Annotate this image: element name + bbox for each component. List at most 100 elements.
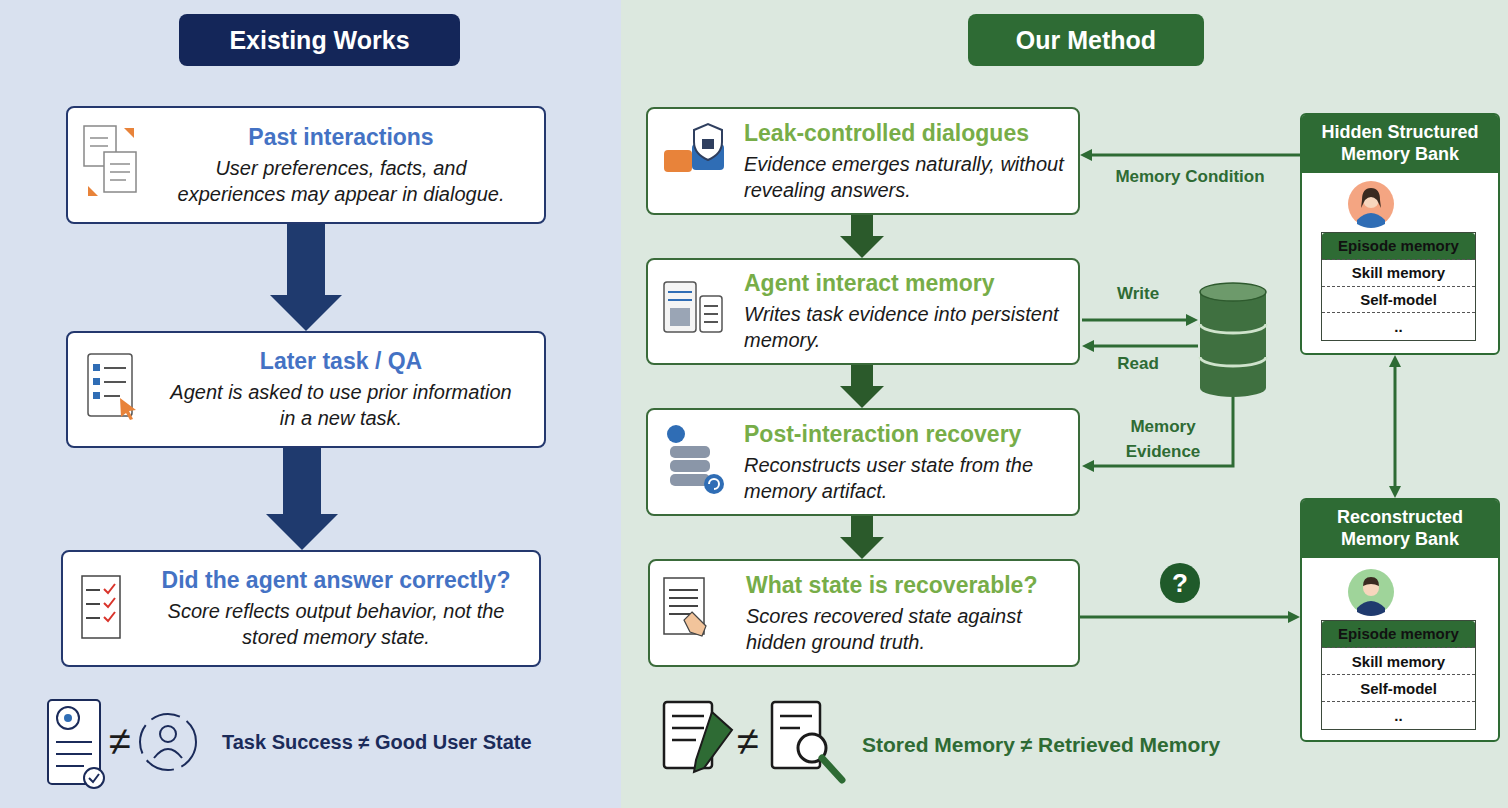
section-header: Our Method bbox=[968, 14, 1204, 66]
memory-window-icon bbox=[664, 282, 722, 332]
icon-part bbox=[1357, 213, 1385, 228]
memory-bank-box: Reconstructed Memory BankEpisode memoryS… bbox=[1300, 498, 1500, 742]
gear-icon bbox=[667, 425, 685, 443]
icon-part bbox=[692, 144, 724, 170]
write-arrow bbox=[1082, 319, 1186, 322]
icon-part bbox=[1361, 188, 1381, 208]
icon-part bbox=[668, 292, 692, 300]
icon-part bbox=[84, 768, 104, 788]
hand-icon bbox=[684, 612, 706, 636]
memory-item: Skill memory bbox=[1322, 260, 1475, 287]
icon-part bbox=[664, 702, 712, 768]
icon-part bbox=[1357, 601, 1385, 616]
memory-item: Skill memory bbox=[1322, 648, 1475, 675]
icon-part bbox=[124, 128, 134, 138]
process-box: Post-interaction recoveryReconstructs us… bbox=[646, 408, 1080, 516]
icon-part bbox=[160, 726, 176, 742]
icon-part bbox=[154, 749, 182, 758]
arrow-label: Write bbox=[1117, 284, 1159, 304]
icon-part bbox=[84, 126, 116, 166]
icon-part bbox=[780, 716, 812, 728]
icon-part bbox=[670, 308, 690, 326]
icon-part bbox=[672, 716, 704, 740]
icon-part bbox=[1363, 192, 1379, 208]
icon-part bbox=[88, 354, 132, 416]
icon-part bbox=[798, 734, 826, 762]
recovery-icon bbox=[667, 425, 724, 494]
documents-icon bbox=[84, 126, 136, 196]
box-title: Agent interact memory bbox=[744, 270, 1066, 297]
memory-item: .. bbox=[1322, 702, 1475, 729]
icon-part bbox=[704, 306, 718, 322]
box-description: Agent is asked to use prior information … bbox=[162, 379, 520, 431]
arrow-label: Read bbox=[1117, 354, 1159, 374]
woman-avatar bbox=[1348, 181, 1394, 228]
memory-item: .. bbox=[1322, 313, 1475, 340]
not-equal-sign: ≠ bbox=[109, 719, 131, 764]
box-description: User preferences, facts, and experiences… bbox=[162, 155, 520, 207]
pencil-icon bbox=[694, 712, 732, 772]
flow-arrow bbox=[851, 215, 873, 236]
arrow-label: Memory Evidence bbox=[1118, 415, 1208, 464]
flow-arrow bbox=[851, 365, 873, 386]
icon-part bbox=[104, 368, 126, 396]
icon-part bbox=[1200, 324, 1266, 333]
header-text: Existing Works bbox=[229, 26, 409, 55]
icon-part bbox=[1200, 283, 1266, 301]
process-box: Past interactionsUser preferences, facts… bbox=[66, 106, 546, 224]
icon-part bbox=[57, 707, 79, 729]
memory-item: Episode memory bbox=[1322, 233, 1475, 260]
icon-part bbox=[1200, 292, 1266, 397]
arrow-connector bbox=[1394, 367, 1397, 486]
memory-item: Episode memory bbox=[1322, 621, 1475, 648]
left-panel bbox=[0, 0, 621, 808]
icon-part bbox=[700, 296, 722, 332]
box-title: Later task / QA bbox=[162, 348, 520, 375]
icon-part bbox=[104, 152, 136, 192]
arrow-connector bbox=[1092, 154, 1300, 157]
check-marks bbox=[104, 584, 115, 621]
box-description: Evidence emerges naturally, without reve… bbox=[744, 151, 1066, 203]
icon-part bbox=[670, 446, 710, 458]
process-box: Leak-controlled dialoguesEvidence emerge… bbox=[646, 107, 1080, 215]
read-arrow bbox=[1094, 345, 1198, 348]
process-box: Later task / QA Agent is asked to use pri… bbox=[66, 331, 546, 448]
process-box: Agent interact memoryWrites task evidenc… bbox=[646, 258, 1080, 365]
box-title: Leak-controlled dialogues bbox=[744, 120, 1066, 147]
evidence-arrow bbox=[1094, 397, 1233, 466]
edge-label: Memory Condition bbox=[1115, 167, 1264, 187]
memory-list-box: Episode memorySkill memorySelf-model.. bbox=[1321, 232, 1476, 341]
icon-part bbox=[670, 460, 710, 472]
icon-part bbox=[48, 700, 100, 784]
icon-part bbox=[1348, 181, 1394, 227]
flow-arrow bbox=[283, 448, 321, 514]
memory-item: Self-model bbox=[1322, 287, 1475, 314]
right-panel bbox=[621, 0, 1508, 808]
flow-arrow bbox=[287, 224, 325, 295]
icon-part bbox=[670, 474, 710, 486]
icon-part bbox=[664, 282, 696, 332]
scorecard-icon bbox=[82, 576, 120, 638]
process-box: What state is recoverable?Scores recover… bbox=[648, 559, 1080, 667]
man-avatar bbox=[1348, 569, 1394, 616]
icon-part bbox=[702, 139, 714, 149]
section-header: Existing Works bbox=[179, 14, 460, 66]
icon-part bbox=[89, 774, 99, 782]
box-title: What state is recoverable? bbox=[746, 572, 1066, 599]
icon-part bbox=[86, 590, 100, 618]
cursor-icon bbox=[120, 398, 136, 420]
icon-part bbox=[664, 578, 704, 634]
bank-title: Reconstructed Memory Bank bbox=[1302, 500, 1498, 558]
database-cylinder bbox=[1200, 283, 1266, 397]
icon-part bbox=[93, 378, 100, 385]
magnifier-handle bbox=[822, 758, 842, 780]
memory-item: Self-model bbox=[1322, 675, 1475, 702]
not-equal-sign: ≠ bbox=[737, 719, 759, 764]
icon-part bbox=[1348, 569, 1394, 615]
memory-list-box: Episode memorySkill memorySelf-model.. bbox=[1321, 620, 1476, 730]
icon-part bbox=[140, 714, 196, 770]
box-description: Reconstructs user state from the memory … bbox=[744, 452, 1066, 504]
flow-arrow bbox=[851, 516, 873, 537]
icon-part bbox=[93, 392, 100, 399]
